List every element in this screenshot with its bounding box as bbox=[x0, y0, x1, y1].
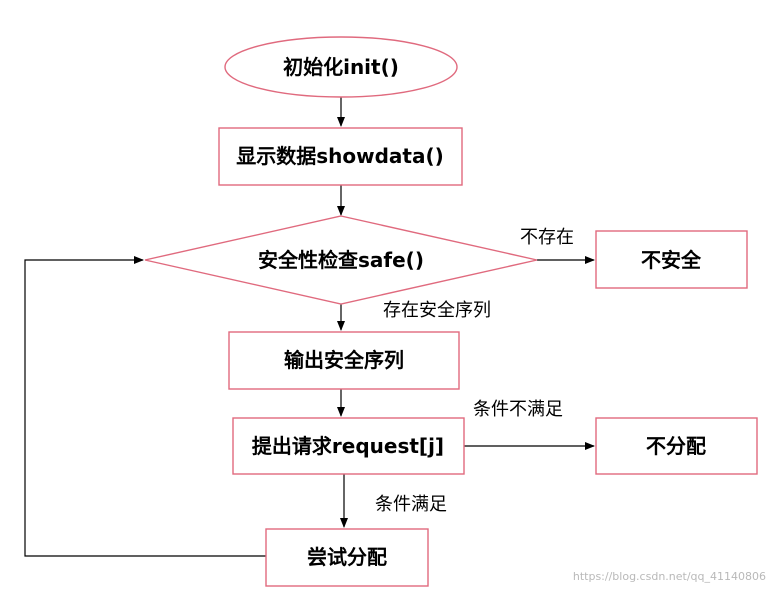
node-safe: 安全性检查safe() bbox=[144, 215, 538, 305]
node-no-alloc-label: 不分配 bbox=[646, 434, 706, 458]
connectors bbox=[24, 97, 595, 557]
node-safe-label: 安全性检查safe() bbox=[258, 248, 424, 272]
node-showdata-label: 显示数据showdata() bbox=[236, 144, 444, 168]
node-showdata: 显示数据showdata() bbox=[218, 127, 463, 186]
edge-label-safe-sequence: 存在安全序列 bbox=[383, 300, 491, 321]
node-no-alloc: 不分配 bbox=[595, 417, 758, 475]
edge-label-not-exists: 不存在 bbox=[520, 227, 574, 248]
node-output: 输出安全序列 bbox=[228, 331, 460, 390]
node-init-label: 初始化init() bbox=[283, 55, 399, 79]
node-unsafe: 不安全 bbox=[595, 230, 748, 289]
edge-label-not-met: 条件不满足 bbox=[473, 399, 563, 420]
edge-label-met: 条件满足 bbox=[375, 494, 447, 515]
node-try-alloc-label: 尝试分配 bbox=[307, 545, 387, 569]
node-unsafe-label: 不安全 bbox=[641, 248, 702, 272]
node-try-alloc: 尝试分配 bbox=[265, 528, 429, 587]
node-request-label: 提出请求request[j] bbox=[252, 434, 444, 458]
node-request: 提出请求request[j] bbox=[232, 417, 465, 475]
node-init: 初始化init() bbox=[224, 36, 458, 98]
node-output-label: 输出安全序列 bbox=[284, 348, 404, 372]
watermark: https://blog.csdn.net/qq_41140806 bbox=[573, 570, 766, 583]
arrow-loop-back bbox=[24, 256, 266, 557]
